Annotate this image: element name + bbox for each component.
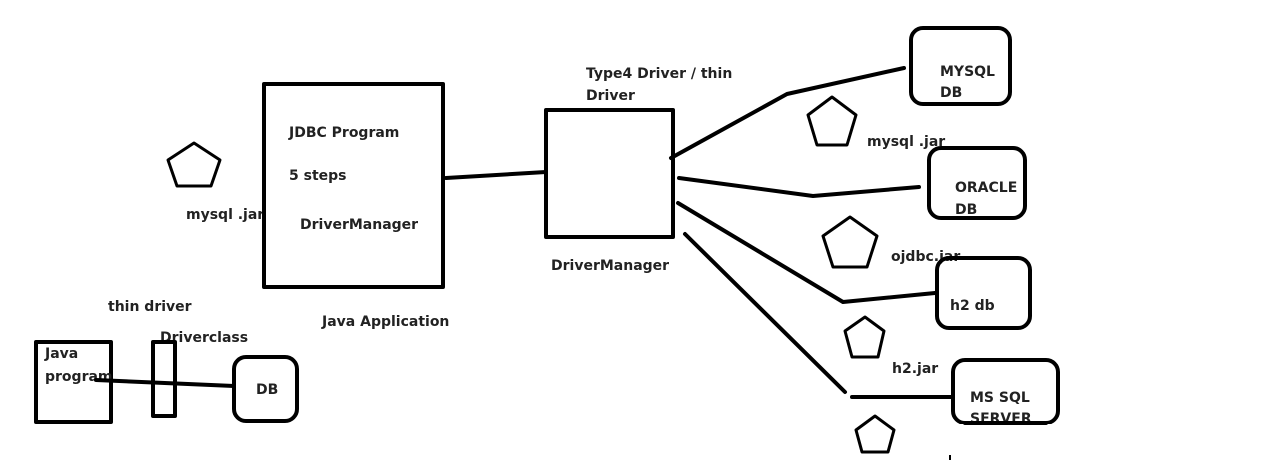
mysql-jar-label: mysql .jar — [867, 134, 945, 150]
oracle-db-line2: DB — [955, 202, 977, 218]
jdbc-program-driver-manager: DriverManager — [300, 217, 418, 233]
h2-jar-pentagon-icon — [843, 315, 886, 359]
driver-manager-label: DriverManager — [551, 258, 669, 274]
driver-manager-box — [544, 108, 675, 239]
jdbc-program-steps: 5 steps — [289, 168, 347, 184]
driverclass-box — [151, 340, 177, 418]
java-program-line1: Java — [44, 346, 78, 362]
java-program-line2: program — [45, 369, 113, 385]
driverclass-label: Driverclass — [160, 330, 248, 346]
jdbc-program-box — [262, 82, 445, 289]
mssql-db-line1: MS SQL — [970, 390, 1030, 406]
driver-type-line1: Type4 Driver / thin — [586, 66, 732, 82]
thin-driver-connector — [94, 378, 236, 388]
mysql-jar-pentagon-icon — [806, 95, 858, 147]
mssql-label-clip — [956, 424, 1056, 454]
java-application-label: Java Application — [321, 314, 449, 330]
thin-driver-title: thin driver — [108, 299, 192, 315]
left-jar-label: mysql .jar — [186, 207, 264, 223]
mysql-db-box — [909, 26, 1012, 106]
h2-jar-label: h2.jar — [892, 361, 938, 377]
h2-db-line1: h2 db — [950, 298, 995, 314]
mssql-jar-pentagon-icon — [854, 414, 896, 454]
h2-db-box — [935, 256, 1032, 330]
mssql-connector-diagonal — [683, 232, 847, 394]
thin-db-label: DB — [256, 382, 278, 398]
mysql-db-line1: MYSQL — [940, 64, 995, 80]
program-to-driver-connector — [444, 170, 548, 180]
driver-type-line2: Driver — [586, 88, 635, 104]
jdbc-program-title: JDBC Program — [288, 125, 399, 141]
left-jar-pentagon-icon — [166, 141, 222, 188]
h2-connector — [676, 201, 937, 304]
oracle-connector — [677, 176, 921, 198]
mysql-db-line2: DB — [940, 85, 962, 101]
oracle-jar-pentagon-icon — [821, 215, 879, 269]
oracle-db-line1: ORACLE — [955, 180, 1017, 196]
mysql-connector — [669, 66, 906, 160]
thin-db-box — [232, 355, 299, 423]
oracle-db-box — [927, 146, 1027, 220]
